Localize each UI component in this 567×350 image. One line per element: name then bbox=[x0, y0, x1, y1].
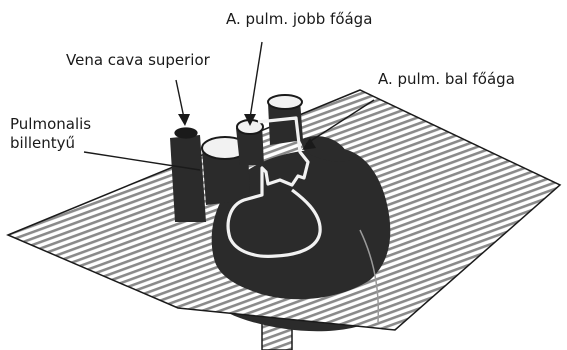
pulmonary-branch-opening bbox=[268, 95, 302, 109]
vena-cava-column bbox=[170, 135, 206, 222]
label-pulmonary-valve-line2: billentyű bbox=[10, 134, 75, 153]
label-left-pulmonary-branch: A. pulm. jobb főága bbox=[226, 10, 372, 29]
label-right-pulmonary-branch: A. pulm. bal főága bbox=[378, 70, 515, 89]
arrowhead-vena-cava bbox=[178, 114, 190, 126]
leader-left-branch bbox=[250, 42, 262, 118]
label-vena-cava-superior: Vena cava superior bbox=[66, 51, 210, 70]
vena-cava-superior-opening bbox=[175, 128, 197, 138]
label-pulmonary-valve-line1: Pulmonalis bbox=[10, 115, 91, 134]
leader-vena-cava bbox=[176, 80, 184, 118]
